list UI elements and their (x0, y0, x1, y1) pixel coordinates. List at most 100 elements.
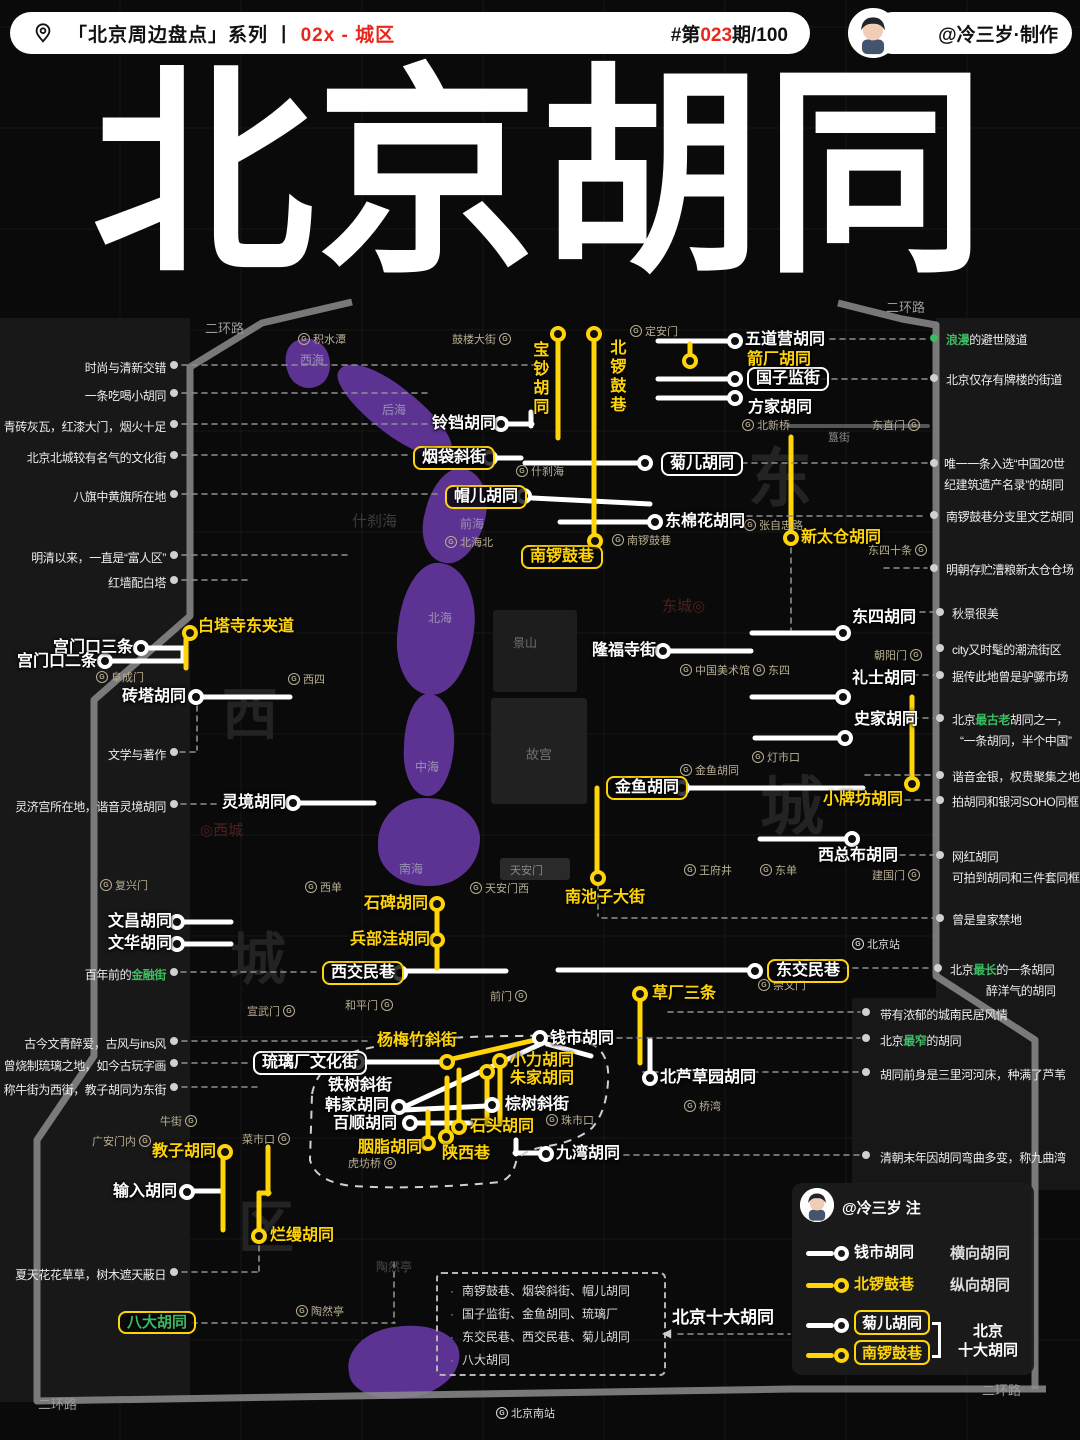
legend-label: 菊儿胡同 (854, 1310, 931, 1335)
hutong-ring-marker (727, 390, 743, 406)
avatar-cartoon-icon (850, 10, 896, 56)
annotation-note: 文学与著作 (108, 745, 166, 766)
annotation-row: 北京最古老胡同之一， (952, 713, 1069, 727)
hutong-ring-marker (188, 689, 204, 705)
annotation-row: 夏天花花草草，树木遮天蔽日 (15, 1268, 166, 1282)
station-name: 东四 (768, 665, 790, 677)
hutong-label: 宫门口三条 (53, 639, 134, 656)
hutong-label: 琉璃厂文化街 (253, 1051, 368, 1076)
annotation-note: 红墙配白塔 (108, 573, 166, 594)
annotation-note: 北京北城较有名气的文化街 (27, 448, 167, 469)
station-name: 前门 (490, 991, 512, 1003)
legend-row: 菊儿胡同 (792, 1310, 1034, 1337)
hutong-ring-marker (904, 776, 920, 792)
top10-item: 南锣鼓巷、烟袋斜街、帽儿胡同 (450, 1280, 664, 1303)
subway-icon: G (381, 999, 393, 1011)
note-dot (936, 671, 944, 679)
legend-row: 南锣鼓巷 (792, 1340, 1034, 1367)
hutong-label: 钱市胡同 (550, 1030, 615, 1047)
hutong-ring-marker (285, 795, 301, 811)
annotation-note: 曾是皇家禁地 (952, 910, 1022, 931)
station-name: 东直门 (872, 420, 905, 432)
road-label: 二环路 (205, 321, 245, 336)
subway-icon: G (516, 465, 528, 477)
subway-icon: G (288, 673, 300, 685)
station-name: 菜市口 (242, 1134, 275, 1146)
note-dot (936, 851, 944, 859)
annotation-row: 带有浓郁的城南民居风情 (880, 1008, 1008, 1022)
legend-label: 钱市胡同 (854, 1244, 915, 1261)
hutong-label: 砖塔胡同 (122, 688, 187, 705)
note-dot (930, 511, 938, 519)
hutong-ring-marker (682, 353, 698, 369)
subway-icon: G (283, 1005, 295, 1017)
station-name: 南锣鼓巷 (627, 535, 671, 547)
block-jingshan-park (493, 610, 577, 692)
note-dot (170, 389, 178, 397)
annotation-row: 红墙配白塔 (107, 576, 166, 590)
lake-label: 南海 (399, 862, 424, 876)
annotation-row: 明清以来，一直是“富人区” (31, 551, 166, 565)
annotation-row: 曾是皇家禁地 (952, 913, 1022, 927)
hutong-label: 箭厂胡同 (747, 351, 812, 368)
station-name: 东四十条 (868, 545, 912, 557)
legend-group-line: 十大胡同 (957, 1341, 1018, 1359)
hutong-label: 菊儿胡同 (661, 452, 744, 477)
annotation-row: 时尚与清新交错 (84, 361, 167, 375)
annotation-note: 据传此地曾是驴骡市场 (952, 667, 1068, 688)
subway-icon: G (758, 979, 770, 991)
hutong-label: 陕西巷 (442, 1145, 491, 1162)
maker-avatar (848, 8, 898, 58)
hutong-ring-marker (642, 1070, 658, 1086)
annotation-note: 时尚与清新交错 (84, 358, 167, 379)
annotation-note: 八旗中黄旗所在地 (73, 487, 166, 508)
annotation-note: 秋景很美 (952, 604, 999, 625)
hutong-ring-marker (479, 1064, 495, 1080)
train-icon: G (496, 1407, 508, 1419)
legend-ring (834, 1348, 849, 1363)
district-watermark: 西 (222, 683, 278, 746)
legend-meaning: 纵向胡同 (950, 1277, 1011, 1294)
hutong-ring-marker (586, 326, 602, 342)
annotation-row: 南锣鼓巷分支里文艺胡同 (946, 510, 1074, 524)
station-name: 东单 (775, 865, 797, 877)
subway-icon: G (278, 1133, 290, 1145)
legend-group-line: 北京 (972, 1323, 1003, 1340)
note-dot (862, 1008, 870, 1016)
hutong-label: 输入胡同 (113, 1183, 178, 1200)
station-name: 和平门 (345, 1000, 378, 1012)
hutong-line-white (529, 495, 653, 507)
lake-label: 中海 (415, 760, 440, 774)
hutong-label: 铁树斜街 (328, 1077, 393, 1094)
annotation-row: 据传此地曾是驴骡市场 (952, 670, 1069, 684)
annotation-row: 八旗中黄旗所在地 (73, 490, 166, 504)
hutong-ring-marker (637, 455, 653, 471)
note-dot (170, 1059, 178, 1067)
legend-row: 北锣鼓巷纵向胡同 (792, 1273, 1034, 1297)
hutong-label: 教子胡同 (152, 1143, 217, 1160)
annotation-note: 夏天花花草草，树木遮天蔽日 (15, 1265, 166, 1286)
note-dot (170, 551, 178, 559)
subway-icon: G (546, 1114, 558, 1126)
annotation-note: 明朝存贮漕粮新太仓仓场 (946, 560, 1074, 581)
subway-icon: G (760, 864, 772, 876)
subway-icon: G (753, 664, 765, 676)
hutong-label: 国子监街 (747, 367, 830, 392)
subway-icon: G (296, 1305, 308, 1317)
hutong-ring-marker (217, 1144, 233, 1160)
legend-group-label: 北京十大胡同 (947, 1323, 1029, 1361)
hutong-label: 八大胡同 (118, 1311, 197, 1335)
note-dot (936, 771, 944, 779)
road-label: 二环路 (982, 1383, 1022, 1398)
road-label: 天安门 (510, 865, 543, 877)
